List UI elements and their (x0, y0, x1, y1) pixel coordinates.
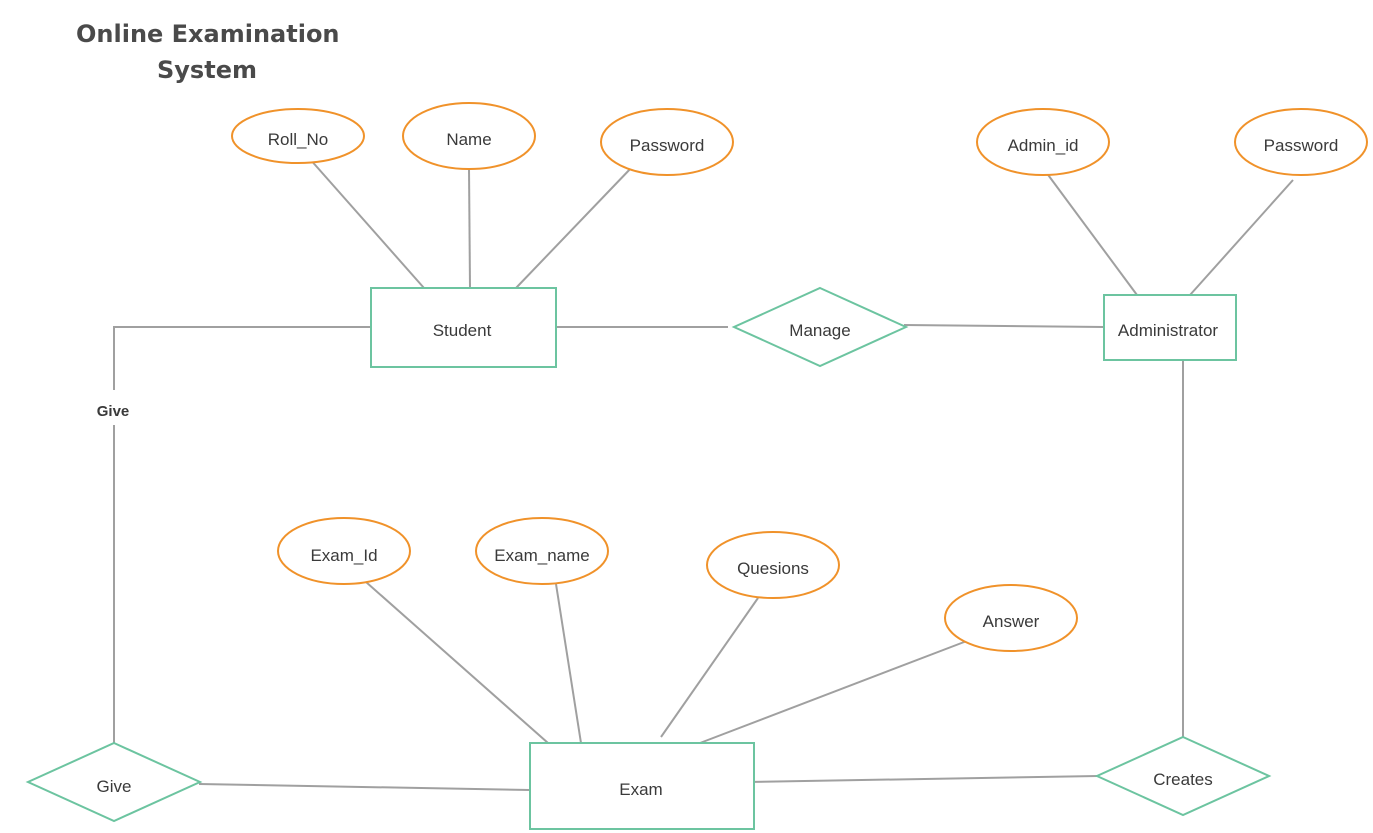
attribute-student-password-label: Password (630, 136, 705, 155)
entity-student-label: Student (433, 321, 492, 340)
relationship-creates-label: Creates (1153, 770, 1213, 789)
diagram-title-line1: Online Examination (76, 20, 340, 48)
attribute-exam-name-label: Exam_name (494, 546, 589, 565)
attribute-admin-password-label: Password (1264, 136, 1339, 155)
relationship-creates: Creates (1094, 735, 1272, 817)
attribute-roll-no-label: Roll_No (268, 130, 328, 149)
connectors (113, 157, 1294, 791)
relationship-give-label: Give (97, 777, 132, 796)
attribute-answer: Answer (944, 584, 1078, 652)
diagram-title-line2: System (157, 56, 257, 84)
entity-administrator-label: Administrator (1118, 321, 1218, 340)
attribute-questions: Quesions (706, 531, 840, 599)
attribute-admin-password: Password (1234, 108, 1368, 176)
entity-administrator: Administrator (1103, 294, 1237, 361)
connector-student-give-upper (113, 326, 371, 390)
connector-questions-exam (660, 597, 759, 738)
connector-answer-exam (699, 638, 973, 744)
connector-examname-exam (555, 583, 582, 744)
attribute-admin-id: Admin_id (976, 108, 1110, 176)
attribute-exam-id: Exam_Id (277, 517, 411, 585)
attribute-name: Name (402, 102, 536, 170)
connector-password-student (515, 165, 634, 289)
entity-exam: Exam (529, 742, 755, 830)
connector-give-exam (198, 783, 531, 791)
attribute-admin-id-label: Admin_id (1008, 136, 1079, 155)
connector-exam-creates (746, 775, 1099, 783)
connector-manage-administrator (903, 324, 1105, 328)
connector-rollno-student (308, 157, 425, 289)
attribute-exam-name: Exam_name (475, 517, 609, 585)
attribute-questions-label: Quesions (737, 559, 809, 578)
connector-examid-exam (365, 581, 549, 744)
relationship-manage: Manage (731, 286, 909, 368)
attribute-name-label: Name (446, 130, 491, 149)
attribute-exam-id-label: Exam_Id (310, 546, 377, 565)
attribute-answer-label: Answer (983, 612, 1040, 631)
connector-password-administrator (1189, 179, 1294, 296)
connector-adminid-administrator (1042, 167, 1138, 296)
relationship-manage-label: Manage (789, 321, 850, 340)
entity-student: Student (370, 287, 557, 368)
edge-label-give: Give (97, 403, 130, 420)
relationship-give: Give (25, 741, 203, 823)
attribute-roll-no: Roll_No (231, 108, 365, 164)
entity-exam-label: Exam (619, 780, 662, 799)
connector-name-student (468, 167, 471, 289)
attribute-student-password: Password (600, 108, 734, 176)
